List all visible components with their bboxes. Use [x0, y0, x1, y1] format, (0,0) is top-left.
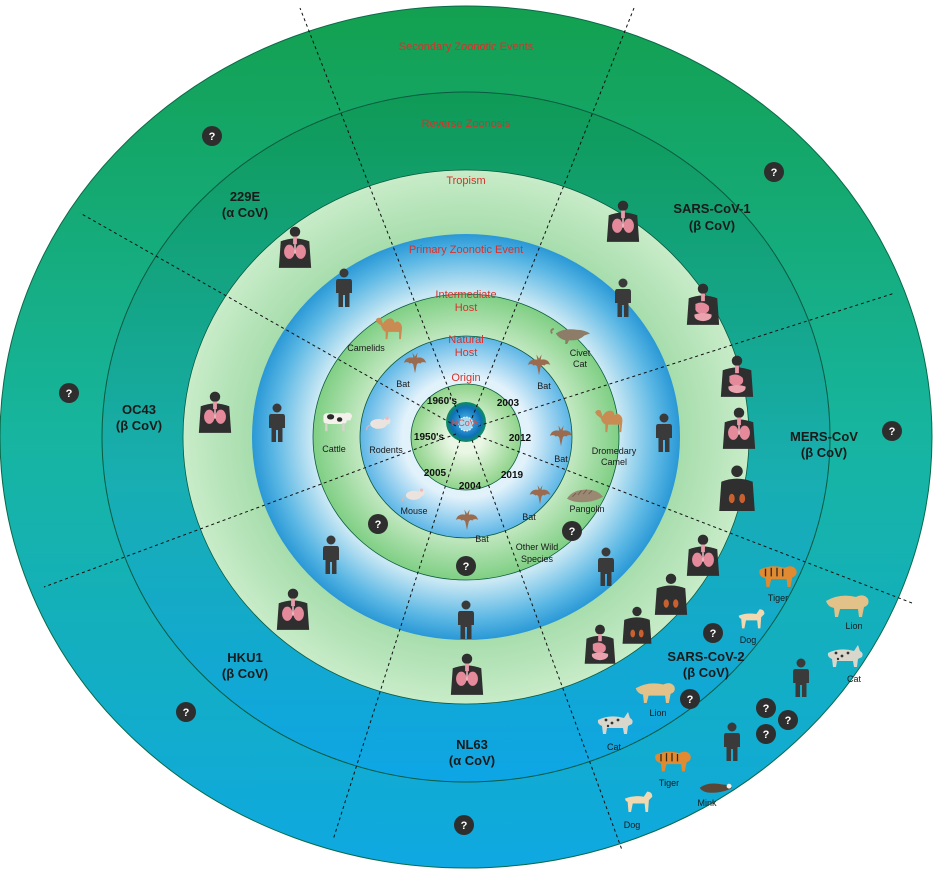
svg-text:?: ?	[889, 426, 896, 438]
svg-text:?: ?	[771, 167, 778, 179]
strain-mers-genus: (β CoV)	[801, 445, 847, 460]
intermediate-host-label-line2: Host	[455, 302, 478, 314]
year-1960s: 1960's	[427, 396, 458, 407]
mink-label: Mink	[697, 798, 717, 808]
bat-label-sars1: Bat	[537, 381, 551, 391]
dromedary-label-line2: Camel	[601, 457, 627, 467]
lion-label-upper: Lion	[845, 621, 862, 631]
bat-label-229e: Bat	[396, 379, 410, 389]
question-icon: ?	[680, 689, 700, 709]
mouse-label: Mouse	[400, 506, 427, 516]
tropism-label: Tropism	[446, 175, 485, 187]
question-icon: ?	[202, 126, 222, 146]
strain-sars2-name: SARS-CoV-2	[667, 649, 744, 664]
question-icon: ?	[764, 162, 784, 182]
secondary-zoonotic-label: Secondary Zoonotic Events	[399, 41, 534, 53]
question-icon: ?	[756, 724, 776, 744]
question-icon: ?	[703, 623, 723, 643]
strain-hku1-name: HKU1	[227, 650, 262, 665]
svg-text:?: ?	[66, 388, 73, 400]
civet-label-line1: Civet	[570, 348, 591, 358]
year-1950s: 1950's	[414, 432, 445, 443]
other-wild-label-line2: Species	[521, 554, 554, 564]
bat-label-nl63: Bat	[475, 534, 489, 544]
strain-oc43-genus: (β CoV)	[116, 418, 162, 433]
strain-nl63-name: NL63	[456, 737, 488, 752]
question-icon: ?	[456, 556, 476, 576]
svg-text:?: ?	[183, 707, 190, 719]
strain-sars1-genus: (β CoV)	[689, 218, 735, 233]
svg-text:?: ?	[710, 628, 717, 640]
reverse-zoonosis-label: Reverse Zoonosis	[422, 118, 511, 130]
svg-text:?: ?	[687, 694, 694, 706]
svg-text:?: ?	[461, 820, 468, 832]
strain-229e-name: 229E	[230, 189, 261, 204]
strain-mers-name: MERS-CoV	[790, 429, 858, 444]
svg-text:?: ?	[463, 561, 470, 573]
strain-nl63-genus: (α CoV)	[449, 753, 495, 768]
bat-label-mers: Bat	[554, 454, 568, 464]
civet-label-line2: Cat	[573, 359, 588, 369]
dog-label-upper: Dog	[740, 635, 757, 645]
natural-host-label-line1: Natural	[448, 334, 483, 346]
year-2005: 2005	[424, 468, 447, 479]
dromedary-label-line1: Dromedary	[592, 446, 637, 456]
question-icon: ?	[454, 815, 474, 835]
other-wild-label-line1: Other Wild	[516, 542, 559, 552]
strain-oc43-name: OC43	[122, 402, 156, 417]
svg-text:?: ?	[375, 519, 382, 531]
pangolin-label: Pangolin	[569, 504, 604, 514]
question-icon: ?	[368, 514, 388, 534]
cat-label-lower: Cat	[607, 742, 622, 752]
cat-label-upper: Cat	[847, 674, 862, 684]
question-icon: ?	[778, 710, 798, 730]
rodents-label: Rodents	[369, 445, 403, 455]
question-icon: ?	[882, 421, 902, 441]
strain-sars2-genus: (β CoV)	[683, 665, 729, 680]
question-icon: ?	[562, 521, 582, 541]
svg-text:?: ?	[763, 729, 770, 741]
virus-icon	[458, 416, 474, 432]
strain-229e-genus: (α CoV)	[222, 205, 268, 220]
svg-text:?: ?	[209, 131, 216, 143]
year-2019: 2019	[501, 470, 524, 481]
natural-host-label-line2: Host	[455, 347, 478, 359]
tiger-label-upper: Tiger	[768, 593, 788, 603]
sector-dividers	[43, 7, 913, 851]
svg-text:?: ?	[569, 526, 576, 538]
origin-label: Origin	[451, 372, 480, 384]
strain-hku1-genus: (β CoV)	[222, 666, 268, 681]
dog-label-lower: Dog	[624, 820, 641, 830]
year-2004: 2004	[459, 481, 482, 492]
cattle-label: Cattle	[322, 444, 346, 454]
year-2012: 2012	[509, 433, 532, 444]
bat-label-sars2: Bat	[522, 512, 536, 522]
hcovs-label: HCoVs	[452, 418, 481, 428]
unknown-markers: ? ? ? ? ? ? ? ? ? ? ? ? ? ?	[59, 126, 902, 835]
lion-label-lower: Lion	[649, 708, 666, 718]
question-icon: ?	[59, 383, 79, 403]
camelids-label: Camelids	[347, 343, 385, 353]
strain-sars1-name: SARS-CoV-1	[673, 201, 750, 216]
year-2003: 2003	[497, 398, 520, 409]
svg-text:?: ?	[785, 715, 792, 727]
intermediate-host-label-line1: Intermediate	[435, 289, 496, 301]
primary-zoonotic-label: Primary Zoonotic Event	[409, 244, 523, 256]
tiger-label-lower: Tiger	[659, 778, 679, 788]
question-icon: ?	[756, 698, 776, 718]
svg-text:?: ?	[763, 703, 770, 715]
question-icon: ?	[176, 702, 196, 722]
